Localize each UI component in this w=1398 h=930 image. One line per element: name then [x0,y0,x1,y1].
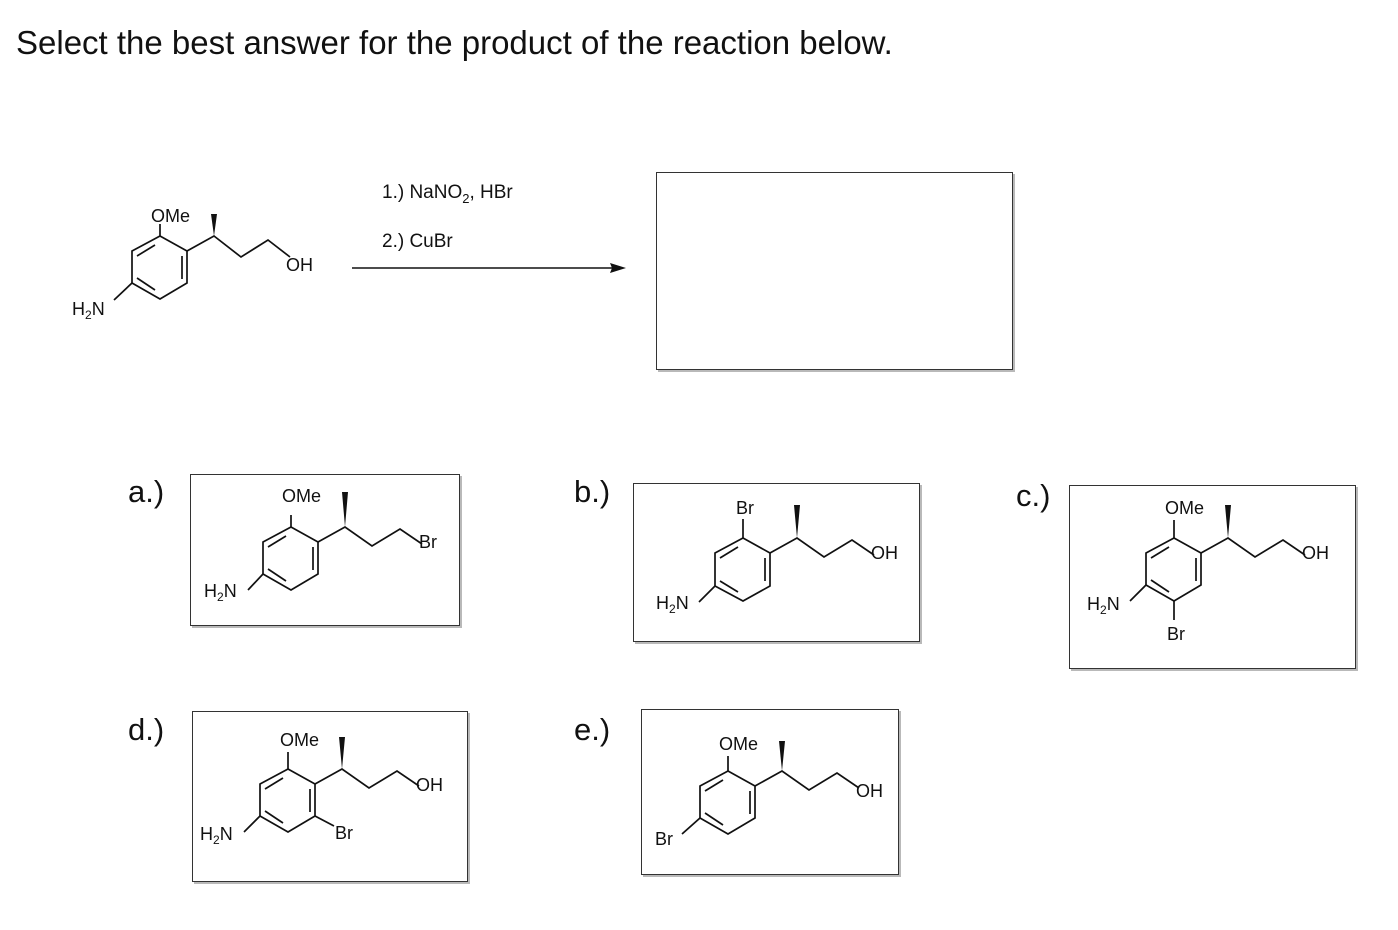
reagent-2: 2.) CuBr [382,231,453,252]
oh-label: OH [286,255,313,275]
option-e-structure: OMe OH Br [655,734,883,849]
amine-label: H2N [1087,594,1120,617]
option-c-structure: OMe OH Br H2N [1087,498,1329,644]
starting-material-structure: OMe OH H2N [72,206,313,322]
option-e-box[interactable] [641,709,899,875]
reagent-1: 1.) NaNO2, HBr [382,182,513,206]
amine-label: H2N [656,593,689,616]
option-d-structure: OMe OH Br H2N [200,730,443,847]
ome-label: OMe [282,486,321,506]
oh-label: OH [1302,543,1329,563]
br-label: Br [1167,624,1185,644]
option-b-label: b.) [574,474,611,509]
oh-label: OH [871,543,898,563]
br-label: Br [655,829,673,849]
oh-label: OH [856,781,883,801]
amine-label: H2N [72,299,105,322]
option-a-structure: OMe Br H2N [204,486,437,604]
br-label: Br [419,532,437,552]
question-text: Select the best answer for the product o… [16,24,893,61]
ome-label: OMe [151,206,190,226]
ome-label: OMe [1165,498,1204,518]
option-a-box[interactable] [190,474,460,626]
option-c-box[interactable] [1069,485,1356,669]
option-d-label: d.) [128,712,165,747]
amine-label: H2N [200,824,233,847]
br-label: Br [335,823,353,843]
option-d-box[interactable] [192,711,468,882]
option-b-box[interactable] [633,483,920,642]
amine-label: H2N [204,581,237,604]
ome-label: OMe [719,734,758,754]
product-answer-box[interactable] [656,172,1013,370]
reaction-arrow [352,263,626,273]
oh-label: OH [416,775,443,795]
option-b-structure: Br OH H2N [656,498,898,616]
option-a-label: a.) [128,474,165,509]
br-label: Br [736,498,754,518]
ome-label: OMe [280,730,319,750]
option-c-label: c.) [1016,478,1051,513]
option-e-label: e.) [574,712,611,747]
